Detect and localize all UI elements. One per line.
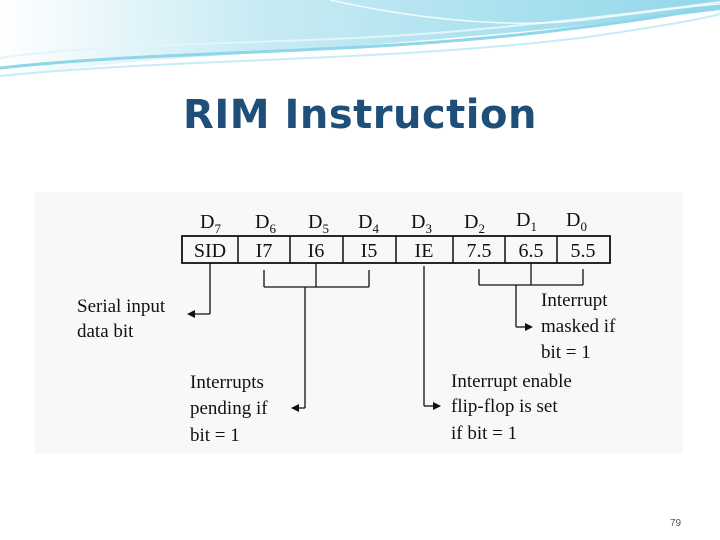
arrow-serial	[187, 310, 195, 318]
serial-label-line1: Serial input	[77, 296, 166, 317]
cell-6-5: 6.5	[519, 240, 544, 262]
cell-7-5: 7.5	[467, 240, 492, 262]
register-box	[181, 235, 611, 264]
bit-label-d2: D2	[464, 211, 485, 236]
connector-lines	[193, 263, 584, 409]
serial-label-line2: data bit	[77, 321, 134, 342]
pending-label-line1: Interrupts	[190, 372, 264, 393]
cell-i7: I7	[256, 240, 273, 262]
arrow-pending	[291, 404, 299, 412]
rim-bit-diagram: D7 D6 D5 D4 D3 D2 D1 D0 SID I7 I6 I5 IE …	[35, 192, 683, 454]
arrow-masked	[525, 323, 533, 331]
bit-label-d3: D3	[411, 211, 432, 236]
page-number: 79	[670, 518, 682, 529]
enable-label-line2: flip-flop is set	[451, 396, 558, 417]
cell-i5: I5	[361, 240, 378, 262]
bit-label-d5: D5	[308, 211, 329, 236]
bit-label-d6: D6	[255, 211, 276, 236]
pending-label-line3: bit = 1	[190, 425, 240, 446]
arrowheads	[187, 310, 533, 412]
bit-label-d7: D7	[200, 211, 221, 236]
masked-label-line3: bit = 1	[541, 342, 591, 363]
header-wave-decoration	[0, 0, 720, 80]
cell-5-5: 5.5	[571, 240, 596, 262]
cell-i6: I6	[308, 240, 325, 262]
bit-label-d1: D1	[516, 209, 537, 234]
masked-label-line2: masked if	[541, 316, 616, 337]
enable-label-line3: if bit = 1	[451, 423, 517, 444]
masked-label-line1: Interrupt	[541, 290, 608, 311]
arrow-enable	[433, 402, 441, 410]
slide-title: RIM Instruction	[183, 92, 537, 138]
cell-sid: SID	[194, 240, 226, 262]
enable-label-line1: Interrupt enable	[451, 371, 572, 392]
bit-label-d0: D0	[566, 209, 587, 234]
pending-label-line2: pending if	[190, 398, 268, 419]
bit-label-d4: D4	[358, 211, 379, 236]
cell-ie: IE	[415, 240, 434, 262]
